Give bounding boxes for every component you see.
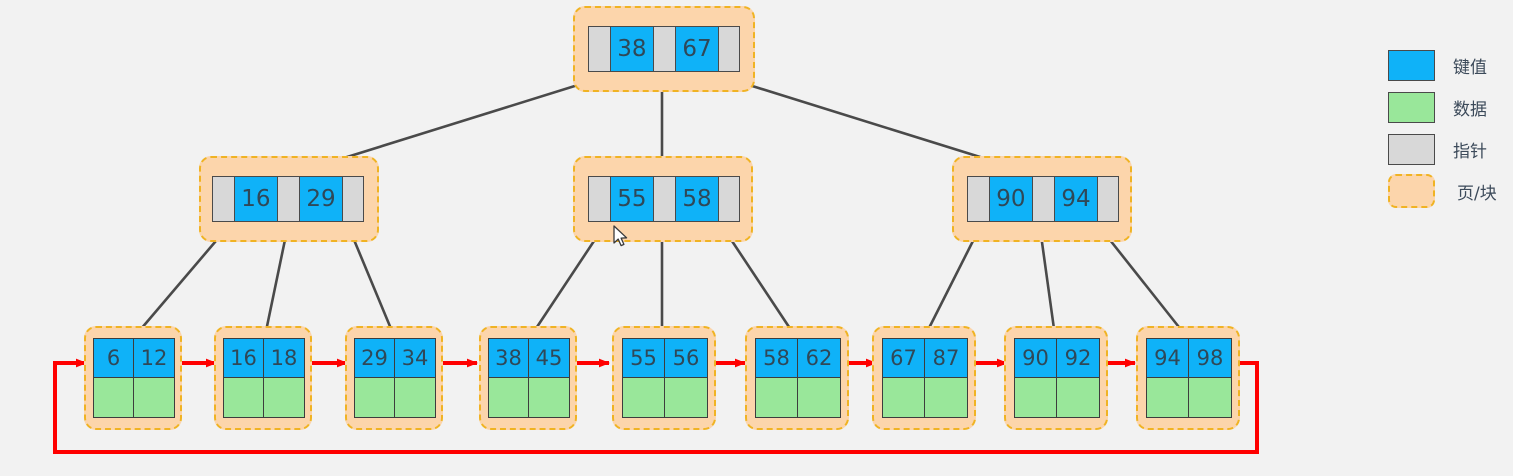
- root-key-1[interactable]: 67: [675, 27, 720, 71]
- internal-node-3[interactable]: 90 94: [967, 176, 1119, 222]
- leaf-5-key-0[interactable]: 55: [623, 339, 665, 378]
- leaf-3-data-1[interactable]: [395, 378, 435, 417]
- internal-node-1[interactable]: 16 29: [212, 176, 364, 222]
- legend-swatch-key-icon: [1388, 49, 1435, 81]
- internal-3-key-0[interactable]: 90: [989, 177, 1034, 221]
- leaf-9-key-0[interactable]: 94: [1147, 339, 1189, 378]
- leaf-node-5[interactable]: 55 56: [622, 338, 708, 418]
- leaf-2-key-1[interactable]: 18: [264, 339, 304, 378]
- leaf-6-data-1[interactable]: [798, 378, 840, 417]
- internal-1-pointer-1[interactable]: [278, 177, 300, 221]
- legend-label-data: 数据: [1453, 99, 1487, 120]
- leaf-3-data-0[interactable]: [355, 378, 395, 417]
- leaf-7-data-1[interactable]: [925, 378, 967, 417]
- leaf-node-4[interactable]: 38 45: [488, 338, 570, 418]
- internal-1-child-edges: [134, 234, 396, 337]
- legend-item-data: 数据: [1388, 86, 1497, 128]
- legend-label-key: 键值: [1453, 57, 1487, 78]
- edge-i3-to-leaf-9: [1104, 234, 1188, 337]
- internal-2-pointer-2[interactable]: [719, 177, 740, 221]
- legend: 键值 数据 指针 页/块: [1388, 44, 1497, 212]
- leaf-4-data-0[interactable]: [489, 378, 529, 417]
- leaf-2-data-1[interactable]: [264, 378, 304, 417]
- wraparound-left-segment: [53, 358, 87, 452]
- leaf-1-data-0[interactable]: [94, 378, 134, 417]
- internal-2-pointer-0[interactable]: [589, 177, 611, 221]
- internal-3-child-edges: [923, 234, 1188, 337]
- root-key-0[interactable]: 38: [610, 27, 655, 71]
- leaf-4-data-1[interactable]: [529, 378, 569, 417]
- leaf-8-key-0[interactable]: 90: [1015, 339, 1057, 378]
- edge-i3-to-leaf-7: [923, 234, 978, 337]
- leaf-node-2[interactable]: 16 18: [223, 338, 305, 418]
- leaf-6-key-0[interactable]: 58: [756, 339, 798, 378]
- leaf-1-data-1[interactable]: [134, 378, 174, 417]
- legend-swatch-pointer-icon: [1388, 133, 1435, 165]
- edge-i1-to-leaf-1: [134, 234, 222, 337]
- leaf-node-8[interactable]: 90 92: [1014, 338, 1100, 418]
- internal-1-pointer-2[interactable]: [343, 177, 364, 221]
- legend-swatch-page-icon: [1388, 174, 1435, 208]
- edge-i1-to-leaf-3: [350, 234, 396, 337]
- leaf-2-data-0[interactable]: [224, 378, 264, 417]
- leaf-4-key-1[interactable]: 45: [529, 339, 569, 378]
- internal-1-key-1[interactable]: 29: [299, 177, 344, 221]
- internal-3-key-1[interactable]: 94: [1054, 177, 1099, 221]
- edge-i3-to-leaf-8: [1039, 234, 1058, 337]
- legend-item-pointer: 指针: [1388, 128, 1497, 170]
- internal-1-key-0[interactable]: 16: [234, 177, 279, 221]
- leaf-6-key-1[interactable]: 62: [798, 339, 840, 378]
- leaf-node-9[interactable]: 94 98: [1146, 338, 1232, 418]
- leaf-9-key-1[interactable]: 98: [1189, 339, 1231, 378]
- root-pointer-0[interactable]: [589, 27, 611, 71]
- internal-1-pointer-0[interactable]: [213, 177, 235, 221]
- internal-3-pointer-0[interactable]: [968, 177, 990, 221]
- leaf-4-key-0[interactable]: 38: [489, 339, 529, 378]
- leaf-7-key-0[interactable]: 67: [883, 339, 925, 378]
- leaf-1-key-0[interactable]: 6: [94, 339, 134, 378]
- leaf-node-3[interactable]: 29 34: [354, 338, 436, 418]
- mouse-pointer-icon: [613, 225, 628, 247]
- leaf-8-data-1[interactable]: [1057, 378, 1099, 417]
- legend-swatch-data-icon: [1388, 91, 1435, 123]
- edge-i2-to-leaf-6: [726, 234, 797, 337]
- leaf-3-key-1[interactable]: 34: [395, 339, 435, 378]
- legend-label-pointer: 指针: [1453, 141, 1487, 162]
- legend-item-key: 键值: [1388, 44, 1497, 86]
- internal-2-key-0[interactable]: 55: [610, 177, 655, 221]
- leaf-2-key-0[interactable]: 16: [224, 339, 264, 378]
- leaf-7-data-0[interactable]: [883, 378, 925, 417]
- internal-2-pointer-1[interactable]: [654, 177, 676, 221]
- leaf-node-1[interactable]: 6 12: [93, 338, 175, 418]
- leaf-node-7[interactable]: 67 87: [882, 338, 968, 418]
- leaf-6-data-0[interactable]: [756, 378, 798, 417]
- leaf-5-data-0[interactable]: [623, 378, 665, 417]
- internal-3-pointer-1[interactable]: [1033, 177, 1055, 221]
- leaf-5-data-1[interactable]: [665, 378, 707, 417]
- leaf-8-data-0[interactable]: [1015, 378, 1057, 417]
- leaf-9-data-0[interactable]: [1147, 378, 1189, 417]
- root-pointer-1[interactable]: [654, 27, 676, 71]
- legend-label-page: 页/块: [1457, 183, 1497, 204]
- leaf-1-key-1[interactable]: 12: [134, 339, 174, 378]
- leaf-9-data-1[interactable]: [1189, 378, 1231, 417]
- leaf-3-key-0[interactable]: 29: [355, 339, 395, 378]
- root-node[interactable]: 38 67: [588, 26, 740, 72]
- leaf-5-key-1[interactable]: 56: [665, 339, 707, 378]
- internal-3-pointer-2[interactable]: [1098, 177, 1119, 221]
- root-pointer-2[interactable]: [719, 27, 740, 71]
- internal-2-child-edges: [529, 234, 797, 337]
- internal-2-key-1[interactable]: 58: [675, 177, 720, 221]
- edge-i2-to-leaf-4: [529, 234, 600, 337]
- leaf-7-key-1[interactable]: 87: [925, 339, 967, 378]
- edge-i1-to-leaf-2: [263, 234, 288, 337]
- leaf-8-key-1[interactable]: 92: [1057, 339, 1099, 378]
- internal-node-2[interactable]: 55 58: [588, 176, 740, 222]
- leaf-node-6[interactable]: 58 62: [755, 338, 841, 418]
- legend-item-page: 页/块: [1388, 170, 1497, 212]
